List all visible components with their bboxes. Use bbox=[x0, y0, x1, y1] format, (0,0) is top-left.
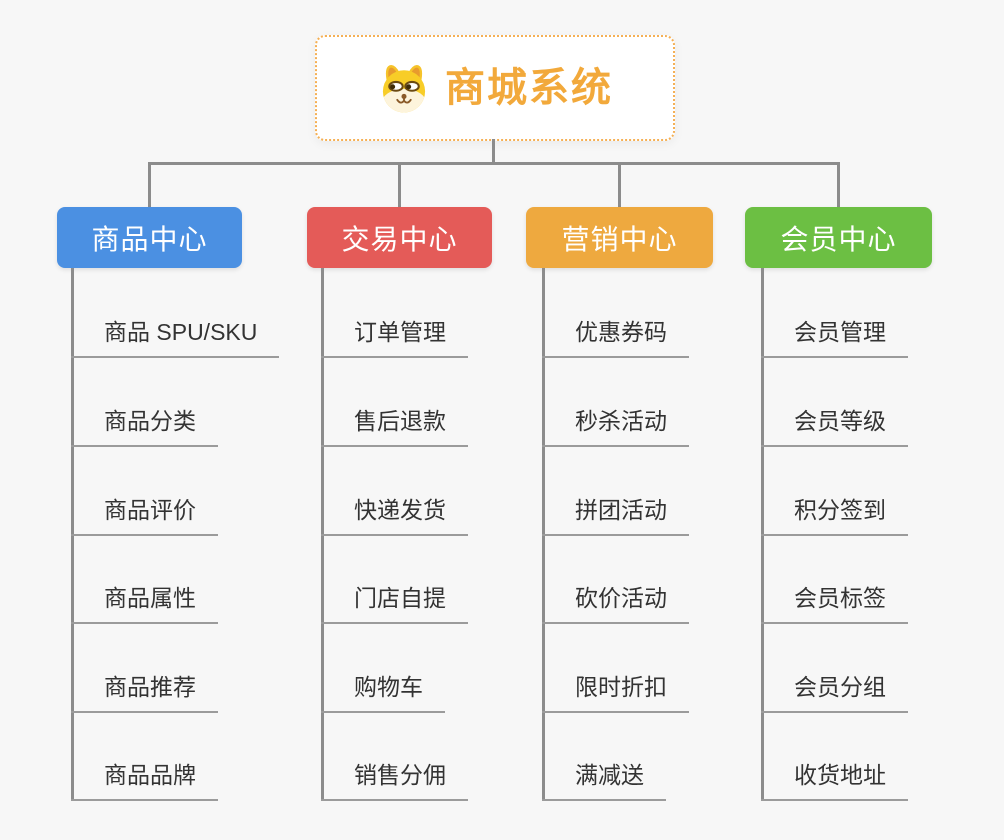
branch-header-marketing[interactable]: 营销中心 bbox=[526, 207, 713, 268]
leaf-node[interactable]: 商品评价 bbox=[71, 490, 218, 536]
leaf-node[interactable]: 商品推荐 bbox=[71, 667, 218, 713]
leaf-node[interactable]: 会员管理 bbox=[761, 312, 908, 358]
leaf-node[interactable]: 售后退款 bbox=[321, 401, 468, 447]
leaf-node[interactable]: 会员分组 bbox=[761, 667, 908, 713]
leaf-node[interactable]: 购物车 bbox=[321, 667, 445, 713]
branch-header-members[interactable]: 会员中心 bbox=[745, 207, 932, 268]
leaf-node[interactable]: 砍价活动 bbox=[542, 578, 689, 624]
connector-branch-4 bbox=[837, 162, 840, 207]
leaf-node[interactable]: 销售分佣 bbox=[321, 755, 468, 801]
connector-root-stem bbox=[492, 139, 495, 165]
leaf-node[interactable]: 限时折扣 bbox=[542, 667, 689, 713]
leaf-node[interactable]: 秒杀活动 bbox=[542, 401, 689, 447]
root-title: 商城系统 bbox=[445, 66, 613, 110]
leaf-node[interactable]: 拼团活动 bbox=[542, 490, 689, 536]
connector-rail bbox=[148, 162, 840, 165]
leaf-node[interactable]: 商品属性 bbox=[71, 578, 218, 624]
leaf-node[interactable]: 收货地址 bbox=[761, 755, 908, 801]
leaf-node[interactable]: 会员等级 bbox=[761, 401, 908, 447]
leaf-node[interactable]: 积分签到 bbox=[761, 490, 908, 536]
leaf-node[interactable]: 优惠券码 bbox=[542, 312, 689, 358]
leaf-node[interactable]: 满减送 bbox=[542, 755, 666, 801]
connector-branch-1 bbox=[148, 162, 151, 207]
connector-branch-3 bbox=[618, 162, 621, 207]
leaf-node[interactable]: 商品品牌 bbox=[71, 755, 218, 801]
branch-header-trade[interactable]: 交易中心 bbox=[307, 207, 492, 268]
root-node[interactable]: 商城系统 bbox=[315, 35, 675, 141]
leaf-node[interactable]: 快递发货 bbox=[321, 490, 468, 536]
leaf-node[interactable]: 门店自提 bbox=[321, 578, 468, 624]
leaf-node[interactable]: 商品 SPU/SKU bbox=[71, 312, 280, 358]
leaf-node[interactable]: 订单管理 bbox=[321, 312, 468, 358]
leaf-node[interactable]: 商品分类 bbox=[71, 401, 218, 447]
connector-branch-2 bbox=[398, 162, 401, 207]
branch-header-products[interactable]: 商品中心 bbox=[57, 207, 242, 268]
dog-face-icon bbox=[377, 61, 431, 115]
leaf-node[interactable]: 会员标签 bbox=[761, 578, 908, 624]
